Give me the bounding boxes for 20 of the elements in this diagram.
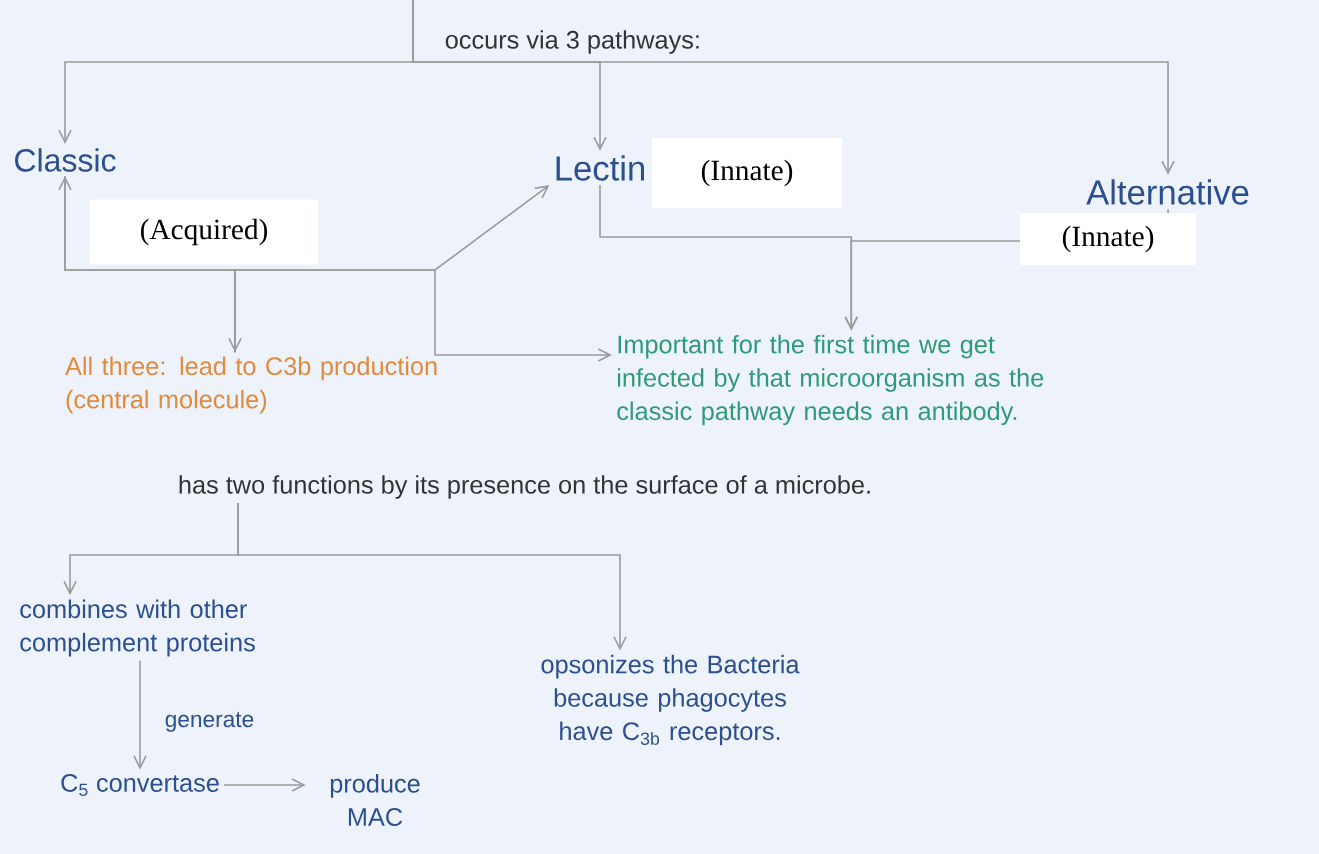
arrow xyxy=(133,659,147,770)
arrow xyxy=(234,269,612,362)
note-text: Important for the first time we get infected by that microorganism as the classic pathway needs an antibody. xyxy=(617,334,1044,426)
arrow xyxy=(412,0,1175,175)
note-text: combines with other complement proteins xyxy=(20,599,255,657)
annotation-box: (Acquired) xyxy=(90,199,318,265)
note-text: All three: lead to C3b production (central molecule) xyxy=(65,356,437,414)
edge-label: generate xyxy=(165,712,254,732)
pathway-name: Classic xyxy=(15,148,116,172)
heading-text: occurs via 3 pathways: xyxy=(445,30,699,54)
pathway-name: Lectin xyxy=(556,155,644,181)
arrow xyxy=(223,778,306,792)
note-text: C$_{5}$ convertase xyxy=(61,773,219,797)
note-text: produce MAC xyxy=(330,774,420,826)
annotation-box: (Innate) xyxy=(652,138,842,208)
note-text: opsonizes the Bacteria because phagocytes have C$_{3b}$ receptors. xyxy=(541,654,800,746)
arrow xyxy=(237,502,627,651)
note-text: has two functions by its presence on the surface of a microbe. xyxy=(179,475,870,499)
pathway-name: Alternative xyxy=(1086,179,1249,205)
annotation-box: (Innate) xyxy=(1020,213,1196,265)
